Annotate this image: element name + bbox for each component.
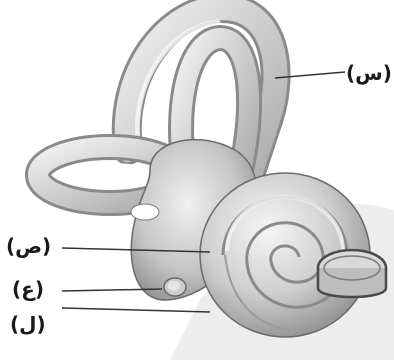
label-ain: (ع) bbox=[12, 279, 44, 299]
cochlear-nerve-stub bbox=[318, 250, 386, 297]
leader-line-lam bbox=[62, 308, 210, 312]
label-sad: (ص) bbox=[6, 236, 51, 256]
round-window bbox=[164, 278, 186, 296]
label-lam: (ل) bbox=[10, 314, 46, 334]
label-s: (س) bbox=[346, 63, 392, 83]
